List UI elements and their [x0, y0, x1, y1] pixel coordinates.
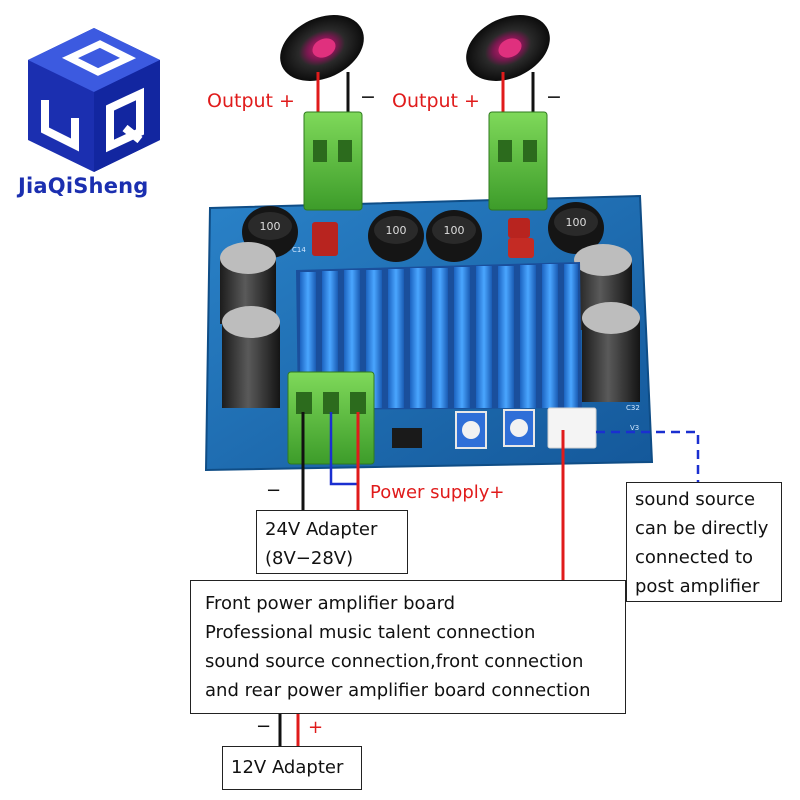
front-board-note-line: Professional music talent connection	[205, 622, 536, 643]
sound-source-note-line: post amplifier	[635, 576, 760, 597]
front-board-note-line: and rear power amplifier board connectio…	[205, 680, 591, 701]
direct-source-dashed-wire	[596, 430, 700, 484]
adapter-24v-box: 24V Adapter (8V−28V)	[256, 510, 408, 574]
amplifier-board: 100 100 100 100	[204, 111, 654, 472]
sound-source-note-line: sound source	[635, 489, 756, 510]
brand-logo	[28, 28, 160, 172]
adapter-12v-label: 12V Adapter	[231, 757, 344, 778]
output-minus-label-left: −	[360, 86, 376, 108]
inductor-label-1: 100	[260, 220, 281, 233]
silkscreen-label: V3	[630, 424, 639, 432]
speaker-left	[280, 15, 364, 81]
potentiometer	[503, 409, 535, 447]
film-capacitor	[508, 218, 530, 238]
inductor-3	[426, 210, 482, 262]
power-minus-label: −	[266, 480, 282, 501]
potentiometer	[455, 411, 487, 449]
sound-source-note-line: connected to	[635, 547, 754, 568]
output-minus-label-right: −	[546, 86, 562, 108]
speaker-right	[466, 15, 550, 81]
adapter-12v-box: 12V Adapter	[222, 746, 362, 790]
adapter-12v-minus-label: −	[256, 716, 272, 737]
front-board-note-line: sound source connection,front connection	[205, 651, 584, 672]
power-plus-jumper-wire	[329, 412, 358, 486]
logo-letter-j	[41, 100, 79, 152]
film-capacitor	[312, 222, 338, 256]
inductor-label-3: 100	[444, 224, 465, 237]
audio-input-connector	[547, 407, 597, 449]
front-board-note-box: Front power amplifier board Professional…	[190, 580, 626, 714]
output-terminal-left	[303, 111, 363, 211]
adapter-24v-title: 24V Adapter	[265, 519, 378, 540]
logo-letter-s	[61, 40, 137, 76]
front-board-note-line: Front power amplifier board	[205, 593, 456, 614]
power-supply-plus-label: Power supply+	[370, 482, 505, 503]
film-capacitor	[508, 238, 534, 258]
adapter-24v-range: (8V−28V)	[265, 548, 354, 569]
inductor-4	[548, 202, 604, 254]
electrolytic-capacitor	[222, 306, 280, 408]
inductor-2	[368, 210, 424, 262]
adapter-12v-plus-label: +	[308, 717, 324, 738]
output-terminal-right	[488, 111, 548, 211]
silkscreen-label: C32	[626, 404, 640, 412]
brand-name: JiaQiSheng	[18, 174, 149, 198]
output-plus-label-right: Output +	[392, 90, 480, 112]
inductor-label-4: 100	[566, 216, 587, 229]
inductor-label-2: 100	[386, 224, 407, 237]
sound-source-note-line: can be directly	[635, 518, 769, 539]
logo-letter-q	[106, 87, 144, 153]
electrolytic-capacitor	[582, 302, 640, 402]
output-plus-label-left: Output +	[207, 90, 295, 112]
sound-source-note-box: sound source can be directly connected t…	[626, 482, 782, 602]
silkscreen-label: C14	[292, 246, 306, 254]
diode	[392, 428, 422, 448]
